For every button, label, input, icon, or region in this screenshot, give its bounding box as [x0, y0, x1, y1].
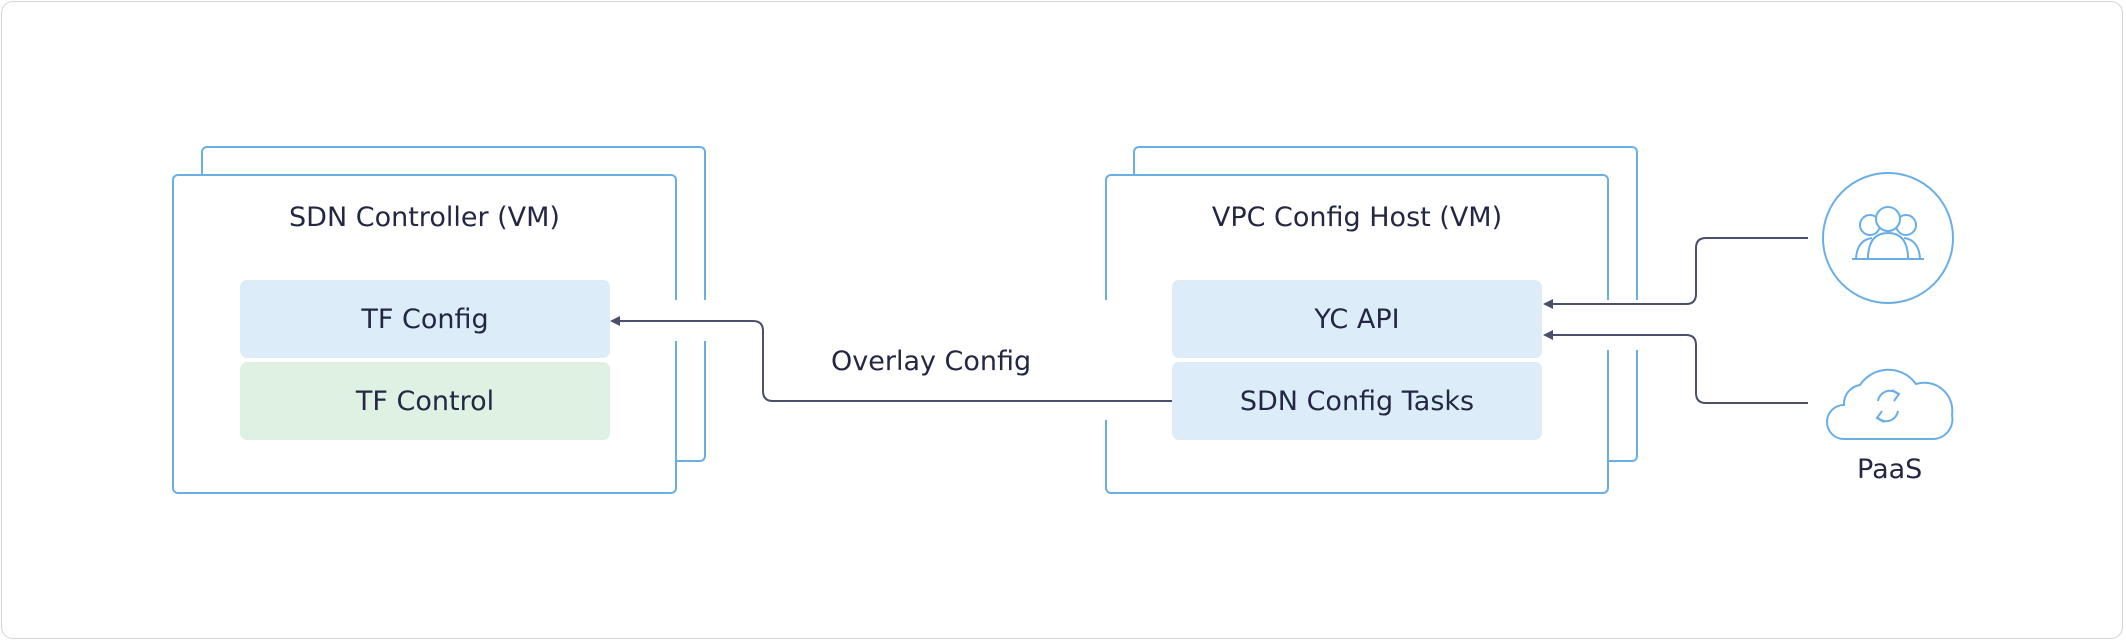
yc-api-box: YC API — [1172, 280, 1542, 358]
overlay-config-arrow — [618, 320, 1172, 402]
overlay-config-label: Overlay Config — [831, 346, 1032, 377]
sdn-controller-title: SDN Controller (VM) — [289, 202, 560, 233]
paas-arrowhead — [1543, 330, 1553, 340]
overlay-config-arrowhead — [610, 316, 620, 326]
tf-config-box: TF Config — [240, 280, 610, 358]
users-icon — [1822, 172, 1954, 304]
paas-label: PaaS — [1857, 454, 1923, 485]
sdn-config-tasks-box: SDN Config Tasks — [1172, 362, 1542, 440]
cloud-sync-icon — [1826, 368, 1954, 440]
users-to-api-arrow — [1552, 237, 1808, 305]
paas-to-api-arrow — [1552, 334, 1808, 404]
tf-control-box: TF Control — [240, 362, 610, 440]
users-arrowhead — [1543, 299, 1553, 309]
vpc-host-title: VPC Config Host (VM) — [1211, 202, 1503, 233]
